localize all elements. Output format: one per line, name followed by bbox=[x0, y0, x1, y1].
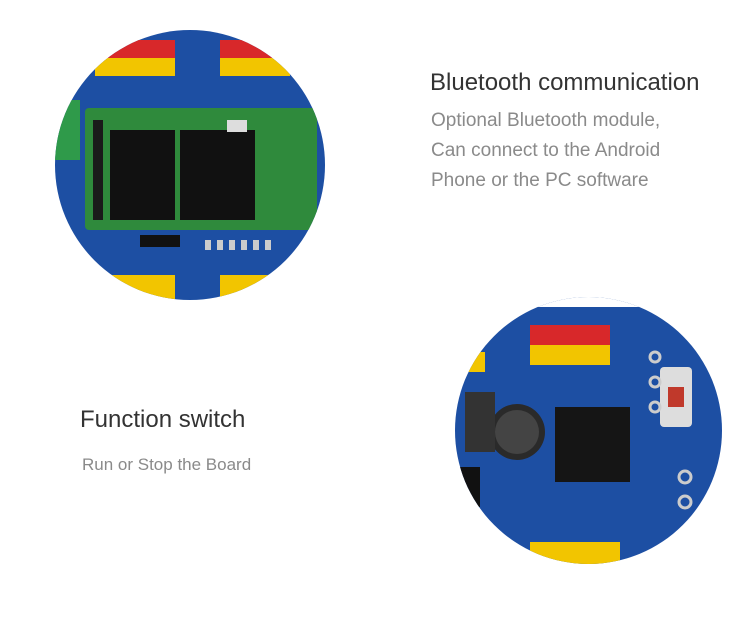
bluetooth-feature-title: Bluetooth communication bbox=[430, 69, 700, 96]
bluetooth-feature-description: Optional Bluetooth module, Can connect t… bbox=[431, 106, 660, 196]
switch-feature-description: Run or Stop the Board bbox=[82, 450, 251, 480]
description-line: Phone or the PC software bbox=[431, 170, 649, 191]
servo-headers-top bbox=[95, 40, 290, 76]
bluetooth-module-photo bbox=[55, 30, 325, 300]
description-line: Can connect to the Android bbox=[431, 140, 661, 161]
description-line: Optional Bluetooth module, bbox=[431, 110, 661, 131]
description-line: Run or Stop the Board bbox=[82, 455, 252, 474]
bluetooth-module bbox=[85, 108, 317, 230]
function-switch-photo bbox=[455, 297, 722, 564]
switch-feature-title: Function switch bbox=[80, 406, 246, 433]
